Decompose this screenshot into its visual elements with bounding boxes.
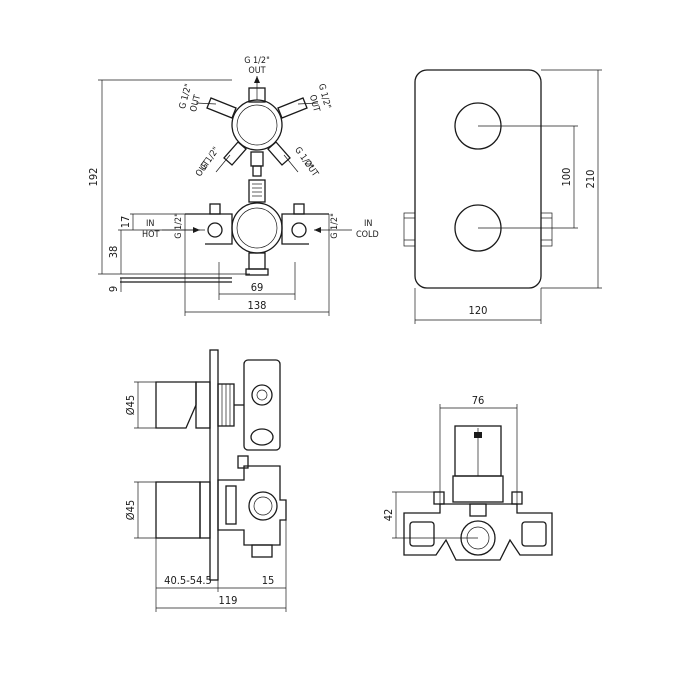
cover-plate-front: 100 210 120	[403, 69, 602, 324]
dim-42: 42	[382, 509, 395, 522]
dim-192: 192	[87, 168, 100, 187]
label-cold-g: G 1/2"	[330, 213, 340, 239]
dim-76: 76	[472, 394, 485, 407]
label-cold: COLD	[356, 230, 379, 240]
dim-210: 210	[584, 170, 597, 189]
label-hot-g: G 1/2"	[174, 213, 184, 239]
label-in-cold: IN	[364, 219, 372, 229]
label-in-hot: IN	[146, 219, 154, 229]
label-ur-out: OUT	[307, 94, 321, 113]
side-view: Ø45 Ø45 40.5-54.5 15 119	[124, 349, 287, 612]
dim-d45-lower: Ø45	[124, 500, 137, 520]
label-ul-out: OUT	[189, 94, 203, 113]
dim-138: 138	[248, 299, 267, 312]
dim-100: 100	[560, 168, 573, 187]
dim-69: 69	[251, 281, 264, 294]
dim-17: 17	[119, 216, 132, 229]
label-top-out: OUT	[248, 66, 265, 76]
dim-38: 38	[107, 246, 120, 259]
label-hot: HOT	[142, 230, 159, 240]
dim-d45-upper: Ø45	[124, 395, 137, 415]
dim-9: 9	[107, 286, 120, 292]
label-top-g: G 1/2"	[244, 56, 270, 66]
label-lr-out: OUT	[302, 159, 320, 179]
front-view-valve: G 1/2" OUT G 1/2" OUT G 1/2" OUT G 1/2" …	[87, 56, 379, 316]
dim-119: 119	[219, 594, 238, 607]
plan-view: 76 42	[382, 394, 553, 561]
dim-15: 15	[262, 574, 275, 587]
dim-120: 120	[469, 304, 488, 317]
dim-40-54: 40.5-54.5	[164, 574, 212, 587]
